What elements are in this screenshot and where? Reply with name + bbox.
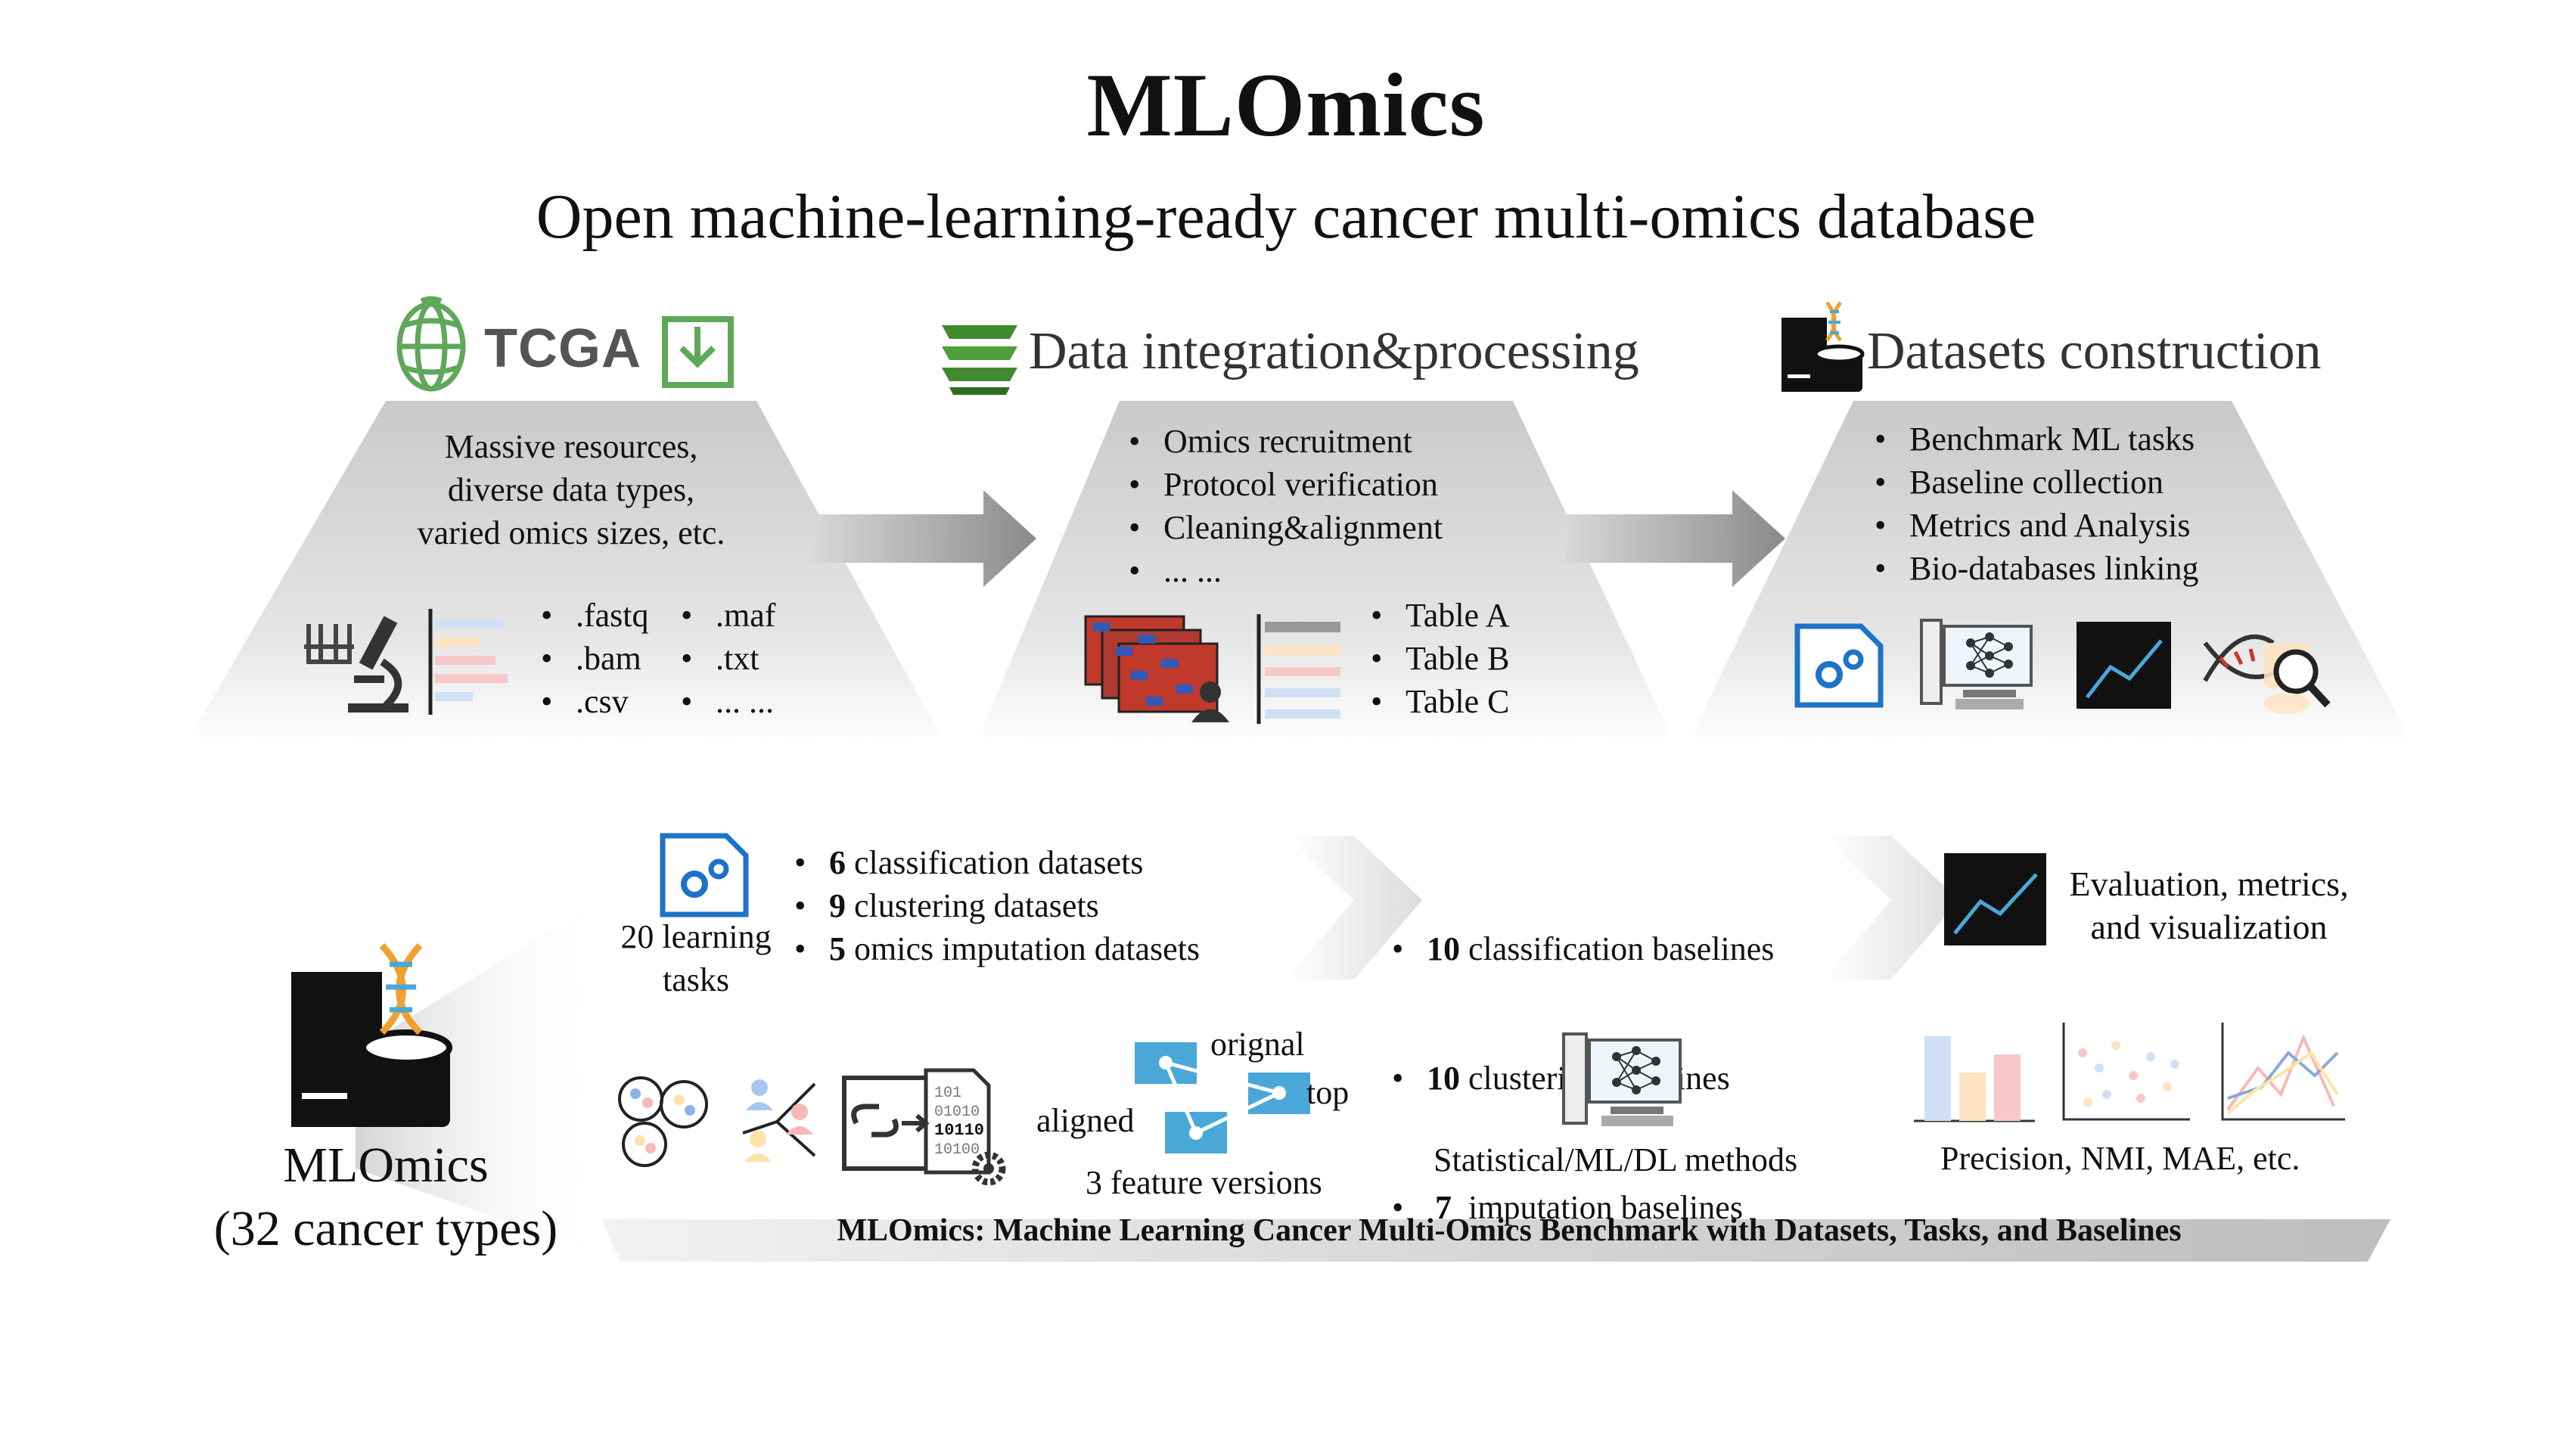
- format-item: .bam: [541, 637, 649, 680]
- dataset-text: classification datasets: [846, 844, 1144, 881]
- description-line: varied omics sizes, etc.: [417, 514, 725, 551]
- dataset-text: clustering datasets: [846, 887, 1099, 924]
- table-item: Table C: [1371, 680, 1509, 723]
- tasks-label: 20 learning tasks: [590, 915, 802, 1001]
- neural-network-computer-icon: [1562, 1032, 1682, 1126]
- people-tree-icon: [742, 1079, 816, 1162]
- processing-steps: Omics recruitment Protocol verification …: [1129, 420, 1443, 592]
- construction-item: Bio-databases linking: [1875, 547, 2199, 590]
- table-item: Table A: [1371, 594, 1509, 637]
- evaluation-line: Evaluation, metrics,: [2069, 865, 2349, 903]
- format-item: .fastq: [541, 594, 649, 637]
- baseline-count: 7: [1427, 1189, 1452, 1226]
- feature-versions-diagram: [1135, 1042, 1310, 1153]
- svg-text:10110: 10110: [934, 1121, 984, 1140]
- heatmap-stack-icon: [1084, 615, 1229, 722]
- description-line: diverse data types,: [447, 471, 695, 508]
- database-label: MLOmics: [283, 1138, 489, 1193]
- dataset-item: 5 omics imputation datasets: [794, 927, 1200, 970]
- table-list: Table A Table B Table C: [1371, 594, 1509, 723]
- processing-stage-title: Data integration&processing: [1029, 322, 1639, 380]
- tasks-label-line: tasks: [663, 961, 729, 998]
- database-sublabel: (32 cancer types): [213, 1201, 558, 1256]
- description-line: Massive resources,: [444, 428, 698, 465]
- line-chart-icon: [1944, 853, 2046, 945]
- database-dna-icon: [291, 942, 452, 1127]
- evaluation-label: Evaluation, metrics, and visualization: [2035, 862, 2383, 948]
- flow-arrow-1: [813, 490, 1036, 587]
- format-item: .txt: [681, 637, 775, 680]
- feature-label-orignal: orignal: [1210, 1026, 1305, 1063]
- dataset-item: 6 classification datasets: [794, 841, 1200, 884]
- bar-chart-icon: [1914, 1036, 2035, 1122]
- dataset-list: 6 classification datasets 9 clustering d…: [794, 841, 1200, 970]
- dataset-item: 9 clustering datasets: [794, 884, 1200, 927]
- baseline-text: classification baselines: [1460, 930, 1775, 967]
- feature-label-aligned: aligned: [1036, 1102, 1135, 1139]
- construction-item: Metrics and Analysis: [1875, 504, 2199, 547]
- feature-label-top: top: [1306, 1074, 1350, 1111]
- source-description: Massive resources, diverse data types, v…: [371, 425, 772, 554]
- chevron-2: [1823, 836, 1959, 979]
- tcga-logo-text: TCGA: [484, 318, 641, 379]
- table-bars-icon: [1256, 614, 1340, 724]
- download-icon[interactable]: [662, 316, 734, 388]
- baseline-count: 10: [1427, 1060, 1460, 1097]
- table-item: Table B: [1371, 637, 1509, 680]
- data-pipeline-icon: [942, 325, 1017, 395]
- baseline-item: 7 imputation baselines: [1392, 1186, 1774, 1229]
- processing-step: Cleaning&alignment: [1129, 506, 1443, 549]
- svg-text:10100: 10100: [934, 1141, 980, 1159]
- page-subtitle: Open machine-learning-ready cancer multi…: [536, 182, 2036, 252]
- benchmark-cone: [356, 896, 605, 1256]
- gear-file-icon: [660, 833, 749, 917]
- processing-step: ... ...: [1129, 549, 1443, 592]
- baseline-list: 10 classification baselines 10 clusterin…: [1392, 841, 1774, 1272]
- metrics-caption: Precision, NMI, MAE, etc.: [1940, 1140, 2300, 1177]
- processing-step: Protocol verification: [1129, 463, 1443, 506]
- methods-caption: Statistical/ML/DL methods: [1434, 1141, 1798, 1178]
- dna-search-icon: [2203, 634, 2331, 714]
- baseline-item: 10 classification baselines: [1392, 927, 1774, 970]
- construction-items: Benchmark ML tasks Baseline collection M…: [1875, 418, 2199, 590]
- dataset-count: 6: [829, 844, 846, 881]
- neural-network-computer-icon: [1920, 619, 2033, 709]
- lab-test-tubes-icon: [304, 624, 354, 664]
- processing-step: Omics recruitment: [1129, 420, 1443, 463]
- dataset-count: 9: [829, 887, 846, 924]
- format-item: .csv: [541, 680, 649, 723]
- server-dna-icon: [1781, 301, 1865, 392]
- format-item: .maf: [681, 594, 775, 637]
- construction-item: Baseline collection: [1875, 461, 2199, 504]
- baseline-count: 10: [1427, 930, 1460, 967]
- data-link-gear-icon: 101 01010 10110 10100: [842, 1068, 1006, 1186]
- multi-line-chart-icon: [2221, 1023, 2345, 1121]
- baseline-text: imputation baselines: [1452, 1189, 1743, 1226]
- line-chart-icon: [2077, 622, 2171, 709]
- chevron-1: [1286, 836, 1422, 979]
- banner-bar: [601, 1219, 2390, 1262]
- scatter-chart-icon: [2062, 1023, 2190, 1121]
- page-title: MLOmics: [1086, 54, 1486, 155]
- microscope-icon: [348, 616, 408, 712]
- feature-versions-caption: 3 feature versions: [1086, 1164, 1322, 1201]
- tasks-label-line: 20 learning: [620, 918, 772, 955]
- evaluation-line: and visualization: [2090, 908, 2328, 946]
- data-bars-icon: [428, 609, 508, 715]
- dataset-text: omics imputation datasets: [846, 930, 1201, 967]
- construction-stage-title: Datasets construction: [1867, 322, 2322, 380]
- svg-text:01010: 01010: [934, 1104, 980, 1121]
- gear-file-icon: [1794, 623, 1884, 708]
- svg-text:101: 101: [934, 1085, 961, 1102]
- construction-item: Benchmark ML tasks: [1875, 418, 2199, 461]
- cluster-users-icon: [618, 1076, 708, 1167]
- format-item: ... ...: [681, 680, 775, 723]
- globe-icon: [396, 296, 466, 392]
- format-list-2: .maf .txt ... ...: [681, 594, 775, 723]
- benchmark-banner: MLOmics: Machine Learning Cancer Multi-O…: [837, 1213, 2182, 1248]
- format-list-1: .fastq .bam .csv: [541, 594, 649, 723]
- dataset-count: 5: [829, 930, 846, 967]
- flow-arrow-2: [1566, 490, 1785, 587]
